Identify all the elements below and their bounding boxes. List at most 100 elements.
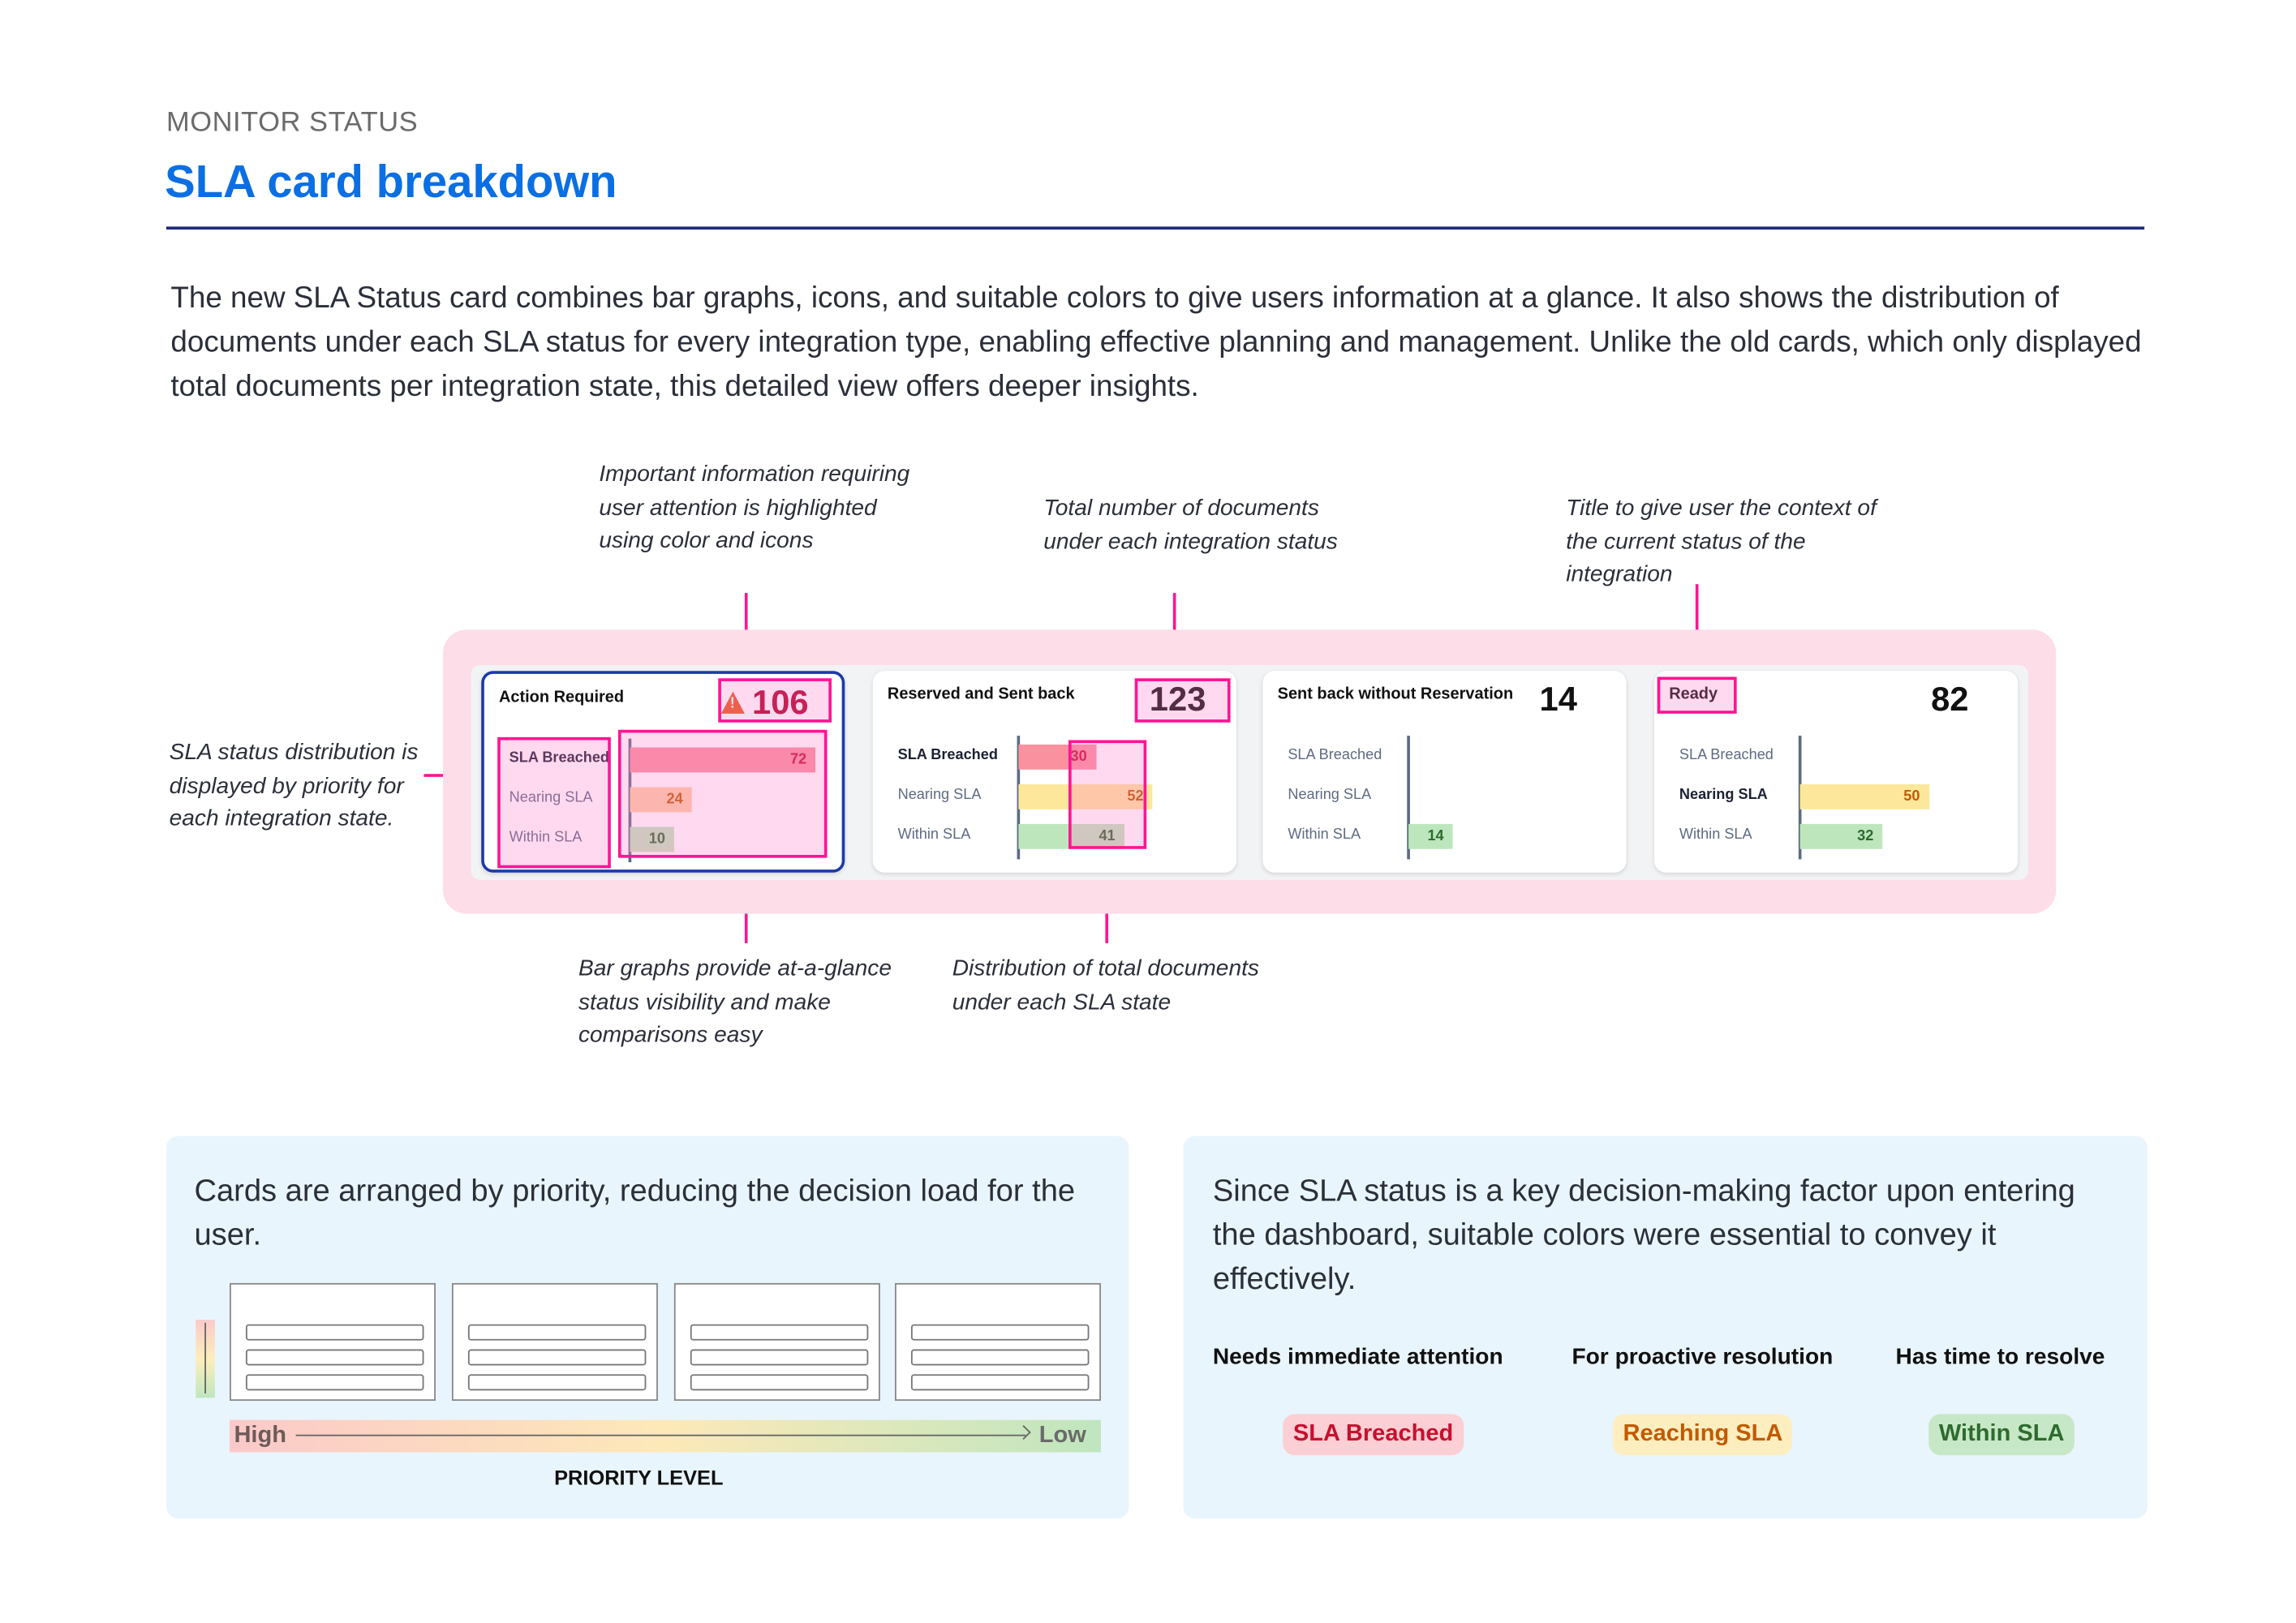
annotation-title: Title to give user the context of the cu… (1566, 496, 1877, 587)
bar-value: 24 (666, 791, 683, 808)
row-nearing-sla: Nearing SLA 50 (1654, 784, 2018, 811)
highlight-distribution (1068, 740, 1147, 849)
connector-line (1695, 584, 1699, 661)
row-label: Within SLA (1679, 827, 1752, 844)
bar-axis (628, 738, 631, 863)
bar-nearing-sla[interactable]: 52 (1018, 784, 1153, 809)
bar-axis (1017, 736, 1020, 860)
card-title: Ready (1669, 685, 1718, 704)
row-within-sla: Within SLA 10 (484, 827, 848, 854)
color-text: Since SLA status is a key decision-makin… (1212, 1174, 2075, 1297)
card-title: Reserved and Sent back (887, 685, 1075, 704)
annotation-bar-graphs: Bar graphs provide at-a-glance status vi… (578, 956, 892, 1048)
row-label: Nearing SLA (1679, 787, 1768, 804)
priority-card-placeholder (894, 1282, 1101, 1402)
highlight-total-alert (718, 678, 832, 723)
card-total-value: 123 (1149, 680, 1206, 719)
bar-value: 14 (1427, 828, 1444, 845)
bar-value: 52 (1127, 788, 1144, 805)
placeholder-row (467, 1324, 647, 1341)
row-within-sla: Within SLA 32 (1654, 823, 2018, 851)
pill-within-sla: Within SLA (1928, 1414, 2075, 1456)
column-heading-immediate: Needs immediate attention (1212, 1345, 1503, 1370)
card-total: 123 (1150, 680, 1206, 719)
annotation-highlight: Important information requiring user att… (599, 462, 910, 554)
column-heading-proactive: For proactive resolution (1572, 1345, 1834, 1370)
priority-text: Cards are arranged by priority, reducing… (194, 1174, 1076, 1252)
row-within-sla: Within SLA 14 (1262, 823, 1626, 851)
placeholder-row (690, 1324, 869, 1341)
row-sla-breached: SLA Breached (1654, 745, 2018, 771)
card-title: Action Required (498, 688, 625, 706)
row-label: Within SLA (509, 830, 583, 847)
intro-paragraph: The new SLA Status card combines bar gra… (170, 282, 2142, 404)
placeholder-row (245, 1324, 424, 1341)
bar-sla-breached[interactable]: 72 (630, 747, 816, 773)
highlight-labels (497, 736, 611, 869)
placeholder-row (690, 1374, 869, 1391)
placeholder-row (245, 1374, 424, 1391)
column-heading-time: Has time to resolve (1895, 1345, 2105, 1370)
card-total-value: 82 (1931, 680, 1969, 719)
bar-value: 32 (1857, 828, 1874, 845)
pill-sla-breached: SLA Breached (1283, 1414, 1464, 1456)
card-total: 82 (1931, 680, 1968, 719)
bar-value: 72 (789, 752, 807, 768)
row-sla-breached: SLA Breached (1262, 745, 1626, 771)
bar-axis (1798, 736, 1801, 860)
sla-card[interactable]: Action Required ! 106 SLA Breached 72 Ne… (481, 671, 845, 873)
highlight-bars (617, 729, 828, 858)
annotation-distribution-total: Distribution of total documents under ea… (952, 956, 1259, 1015)
sla-card[interactable]: Reserved and Sent back 123 SLA Breached … (872, 671, 1236, 873)
row-nearing-sla: Nearing SLA (1262, 784, 1626, 811)
highlight-total (1134, 678, 1231, 723)
highlight-title (1657, 676, 1737, 714)
row-label: Within SLA (897, 827, 971, 844)
placeholder-row (467, 1349, 647, 1366)
eyebrow-label: MONITOR STATUS (166, 107, 419, 139)
title-divider (166, 226, 2145, 230)
card-total-value: 106 (752, 682, 809, 721)
card-total-value: 14 (1539, 680, 1577, 719)
annotation-total: Total number of documents under each int… (1043, 496, 1338, 555)
priority-low-label: Low (1038, 1423, 1086, 1449)
sla-card[interactable]: Ready 82 SLA Breached Nearing SLA 50 Wit… (1654, 671, 2019, 873)
bar-within-sla[interactable]: 32 (1799, 823, 1883, 849)
row-label: SLA Breached (1288, 747, 1382, 764)
row-nearing-sla: Nearing SLA 24 (484, 787, 848, 814)
card-total: ! 106 (720, 682, 809, 723)
card-total: 14 (1540, 680, 1577, 719)
row-nearing-sla: Nearing SLA 52 (873, 784, 1236, 811)
row-within-sla: Within SLA 41 (873, 823, 1236, 851)
annotation-distribution-priority: SLA status distribution is displayed by … (169, 740, 419, 831)
bar-value: 41 (1099, 828, 1116, 845)
row-sla-breached: SLA Breached 30 (873, 744, 1236, 771)
row-label: Nearing SLA (1288, 787, 1372, 804)
row-sla-breached: SLA Breached 72 (484, 747, 848, 775)
bar-nearing-sla[interactable]: 50 (1799, 784, 1929, 809)
placeholder-row (690, 1349, 869, 1366)
priority-high-label: High (234, 1423, 286, 1449)
bar-value: 50 (1903, 788, 1920, 805)
priority-card-placeholder (673, 1282, 880, 1402)
row-label: SLA Breached (509, 750, 610, 767)
placeholder-row (910, 1324, 1090, 1341)
bar-value: 30 (1070, 749, 1087, 766)
row-label: Nearing SLA (897, 787, 982, 804)
bar-sla-breached[interactable]: 30 (1018, 744, 1096, 770)
pill-reaching-sla: Reaching SLA (1612, 1414, 1793, 1456)
down-arrow-icon (204, 1322, 206, 1393)
bar-within-sla[interactable]: 10 (630, 827, 674, 852)
warning-triangle-icon: ! (720, 691, 745, 714)
bar-nearing-sla[interactable]: 24 (630, 787, 692, 813)
card-title: Sent back without Reservation (1277, 685, 1514, 704)
row-label: Within SLA (1288, 827, 1361, 844)
priority-axis-label: PRIORITY LEVEL (554, 1465, 724, 1489)
bar-value: 10 (648, 831, 665, 848)
placeholder-row (467, 1374, 647, 1391)
placeholder-row (245, 1349, 424, 1366)
bar-within-sla[interactable]: 14 (1408, 823, 1453, 849)
row-label: SLA Breached (1679, 747, 1774, 764)
sla-card[interactable]: Sent back without Reservation 14 SLA Bre… (1262, 671, 1627, 873)
